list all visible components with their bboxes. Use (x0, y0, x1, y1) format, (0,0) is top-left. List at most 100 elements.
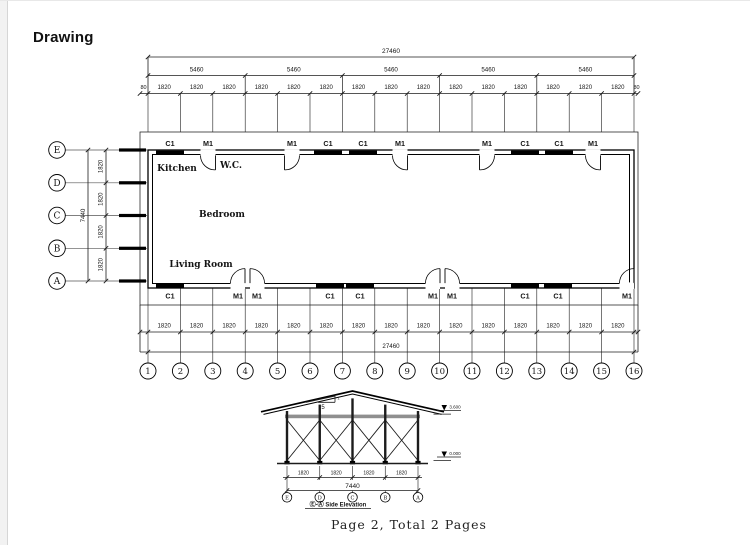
exterior-wall-outer (147, 149, 635, 289)
grid-bubble-letter (48, 141, 66, 159)
dim-left-minor: 1820 (99, 257, 105, 271)
grid-bubble-number-text: 15 (596, 367, 607, 377)
grid-bubble-number (301, 362, 319, 380)
dim-minor-label-top: 1820 (384, 85, 398, 91)
wall-tag-bottom: M1 (622, 292, 632, 301)
grid-bubble-number-text: 10 (434, 367, 445, 377)
grid-bubble-number (333, 362, 351, 380)
wall-tag-bottom: M1 (428, 292, 438, 301)
wall-tag-top: M1 (203, 139, 213, 148)
elevation-caption: Ⓔ-Ⓐ Side Elevation (310, 501, 367, 509)
elev-grid-bubble-text: C (351, 495, 355, 501)
grid-bubble-number-text: 13 (531, 367, 542, 377)
window-c1-top (545, 150, 573, 155)
window-c1-top (349, 150, 377, 155)
wall-tag-top: C1 (323, 139, 332, 148)
column-base (382, 460, 388, 465)
exterior-wall-inner (152, 154, 630, 284)
level-value: 0.000 (449, 451, 461, 456)
wall-tag-top: C1 (554, 139, 563, 148)
dim-minor-label-bottom: 1820 (222, 324, 236, 330)
wall-tag-top: M1 (287, 139, 297, 148)
dim-minor-label-bottom: 1820 (514, 324, 528, 330)
dim-edge-right: 80 (633, 85, 639, 91)
dim-total-bottom: 27460 (382, 343, 400, 350)
elev-grid-bubble (380, 492, 391, 503)
grid-bubble-letter-text: B (54, 244, 61, 254)
dim-minor-label-bottom: 1820 (320, 324, 334, 330)
dim-tick (437, 329, 443, 335)
grid-bubble-letter-text: E (54, 146, 61, 156)
elev-grid-bubble (314, 492, 325, 503)
grid-bubble-letter (48, 206, 66, 225)
slope-run-label: 1 (337, 396, 340, 401)
dim-tick (382, 474, 388, 481)
wall-tag-top: C1 (520, 139, 529, 148)
grid-bubble-number-text: 14 (564, 367, 575, 377)
room-label: W.C. (219, 161, 242, 171)
wall-tag-top: C1 (358, 139, 367, 148)
grid-heavy-dash (119, 148, 146, 152)
dim-edge-left: 80 (140, 85, 146, 91)
door-swing-arc (392, 155, 408, 171)
elev-grid-bubble-text: A (415, 495, 420, 501)
wall-tag-top: C1 (165, 139, 174, 148)
wall-tag-bottom: M1 (252, 292, 262, 301)
room-label: Living Room (169, 260, 233, 270)
dim-left-minor: 1820 (99, 192, 105, 206)
grid-heavy-dash (119, 213, 146, 218)
window-c1-bottom (156, 283, 184, 288)
dim-minor-label-top: 1820 (255, 85, 269, 91)
dim-tick (145, 349, 151, 355)
wall-tag-bottom: C1 (553, 292, 562, 301)
grid-bubble-number (398, 362, 416, 380)
roof-line-inner (263, 393, 442, 415)
elev-grid-bubble (412, 492, 424, 503)
dim-tick (599, 329, 605, 335)
dim-minor-label-top: 1820 (320, 85, 334, 91)
window-c1-top (511, 150, 539, 155)
dim-tick (534, 329, 540, 335)
dim-tick (275, 329, 281, 335)
grid-heavy-dash (119, 181, 146, 185)
dim-tick (307, 329, 313, 335)
door-opening-top (479, 149, 495, 157)
dim-tick (137, 329, 143, 335)
plan-outline-frame (139, 131, 639, 306)
grid-bubble-letter-text: D (53, 179, 60, 189)
dim-tick (349, 474, 356, 481)
wall-tag-bottom: C1 (325, 292, 334, 301)
wall-tag-top: M1 (482, 139, 492, 148)
door-swing-arc (249, 268, 265, 284)
elev-grid-bubble-text: D (318, 495, 322, 501)
dim-minor-label-top: 1820 (352, 85, 366, 91)
dim-tick (415, 474, 421, 481)
x-brace (384, 419, 419, 461)
window-c1-bottom (316, 283, 344, 288)
grid-bubble-letter-text: C (54, 212, 61, 222)
dim-minor-label-top: 1820 (514, 85, 528, 91)
dim-minor-label-top: 1820 (611, 85, 625, 91)
dim-minor-label-bottom: 1820 (287, 324, 301, 330)
level-mark-triangle (441, 451, 447, 457)
level-value: 3.600 (449, 405, 461, 410)
dim-tick (631, 349, 637, 355)
dim-minor-label-bottom: 1820 (546, 324, 560, 330)
wall-tag-bottom: M1 (233, 292, 243, 301)
door-opening-bottom (230, 282, 265, 289)
elev-grid-bubble-text: B (383, 495, 387, 501)
dim-minor-label-top: 1820 (482, 85, 496, 91)
dim-minor-label-bottom: 1820 (579, 324, 593, 330)
door-swing-arc (284, 155, 300, 171)
door-opening-bottom (425, 282, 460, 289)
dim-tick (372, 329, 378, 335)
window-c1-bottom (511, 283, 539, 288)
dim-tick (103, 180, 109, 186)
grid-bubble-number-text: 1 (145, 367, 150, 377)
room-label: Bedroom (199, 210, 245, 220)
door-opening-top (392, 149, 408, 157)
page-title: Drawing (33, 29, 94, 46)
grid-bubble-number-text: 7 (340, 367, 345, 377)
window-c1-bottom (544, 283, 572, 288)
